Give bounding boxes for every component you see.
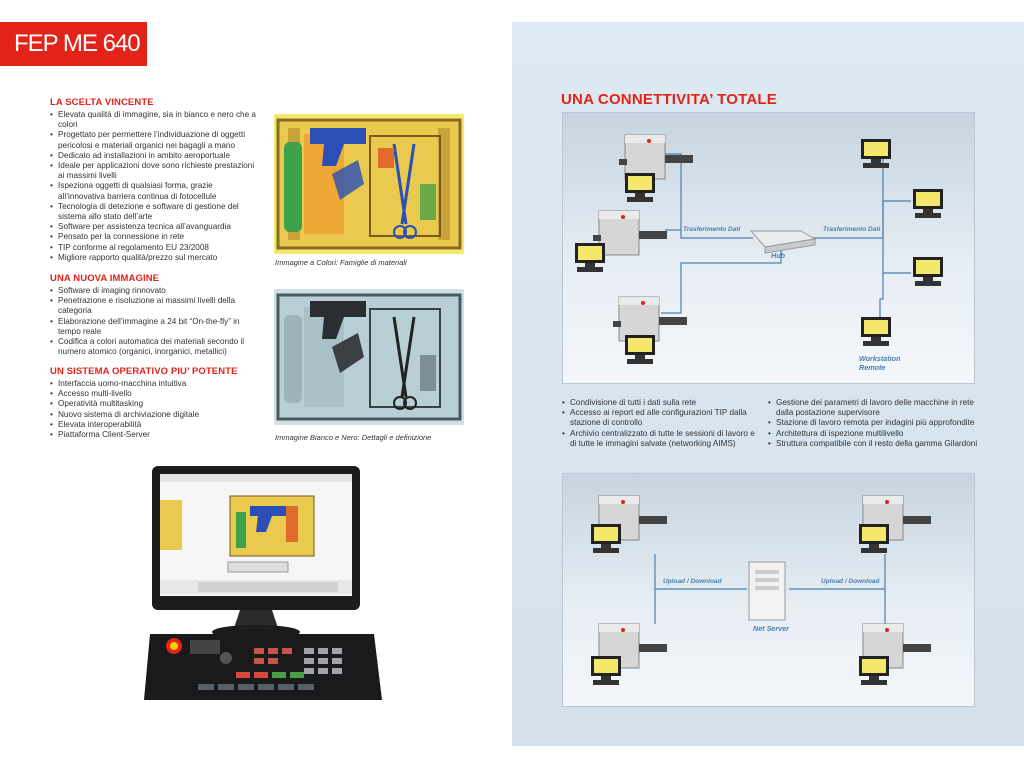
bullet-item: Elevata qualità di immagine, sia in bian… [50,110,260,130]
network-diagram-hub: Trasferimento Dati Trasferimento Dati Hu… [562,112,975,384]
bullet-item: Stazione di lavoro remota per indagini p… [768,418,978,428]
bullet-item: Elevata interoperabilità [50,420,260,430]
brand-tab: FEP ME 640 [0,22,147,66]
bullet-list-right-b: Gestione dei parametri di lavoro delle m… [768,398,978,449]
label-upload-left: Upload / Download [663,578,722,585]
bullet-item: Pensato per la connessione in rete [50,232,260,242]
bullet-list-sistema: Interfaccia uomo-macchina intuitivaAcces… [50,379,260,440]
bullet-item: Software per assistenza tecnica all’avan… [50,222,260,232]
bullet-item: Elaborazione dell’immagine a 24 bit “On-… [50,317,260,337]
bullet-item: Nuovo sistema di archiviazione digitale [50,410,260,420]
operator-workstation-illustration [138,462,388,712]
section-title-immagine: UNA NUOVA IMMAGINE [50,273,160,284]
bullet-item: Accesso multi-livello [50,389,260,399]
label-upload-right: Upload / Download [821,578,880,585]
section-title-scelta: LA SCELTA VINCENTE [50,97,154,108]
bullet-list-scelta: Elevata qualità di immagine, sia in bian… [50,110,260,263]
bullet-item: Interfaccia uomo-macchina intuitiva [50,379,260,389]
bullet-list-right-a: Condivisione di tutti i dati sulla reteA… [562,398,762,449]
bullet-item: Penetrazione e risoluzione ai massimi li… [50,296,260,316]
bullet-item: Software di imaging rinnovato [50,286,260,296]
product-title: FEP ME 640 [14,30,141,57]
bullet-item: Archivio centralizzato di tutte le sessi… [562,429,762,449]
bullet-item: TIP conforme al regolamento EU 23/2008 [50,243,260,253]
bullet-item: Architettura di ispezione multilivello [768,429,978,439]
label-transfer-right: Trasferimento Dati [823,226,881,233]
bullet-item: Ispeziona oggetti di qualsiasi forma, gr… [50,181,260,201]
bullet-item: Dedicato ad installazioni in ambito aero… [50,151,260,161]
bullet-item: Condivisione di tutti i dati sulla rete [562,398,762,408]
right-page-title: UNA CONNETTIVITA’ TOTALE [561,91,777,108]
label-workstation-remote: Workstation Remote [859,354,901,372]
xray-bw-image [274,289,464,425]
bullet-item: Tecnologia di detezione e software di ge… [50,202,260,222]
bullet-item: Piattaforma Client-Server [50,430,260,440]
label-transfer-left: Trasferimento Dati [683,226,741,233]
label-hub: Hub [771,251,785,260]
label-net-server: Net Server [753,624,789,633]
bullet-list-immagine: Software di imaging rinnovatoPenetrazion… [50,286,260,357]
network-diagram-server: Upload / Download Upload / Download Net … [562,473,975,707]
bullet-item: Gestione dei parametri di lavoro delle m… [768,398,978,418]
xray-color-image [274,114,464,254]
bullet-item: Struttura compatibile con il resto della… [768,439,978,449]
bullet-item: Migliore rapporto qualità/prezzo sul mer… [50,253,260,263]
bullet-item: Progettato per permettere l’individuazio… [50,130,260,150]
left-page: FEP ME 640 LA SCELTA VINCENTE Elevata qu… [0,0,512,768]
caption-bw: Immagine Bianco e Nero: Dettagli e defin… [275,433,432,442]
bullet-item: Operatività multitasking [50,399,260,409]
bullet-item: Ideale per applicazioni dove sono richie… [50,161,260,181]
bullet-item: Accesso ai report ed alle configurazioni… [562,408,762,428]
caption-color: Immagine a Colori: Famiglie di materiali [275,258,407,267]
section-title-sistema: UN SISTEMA OPERATIVO PIU’ POTENTE [50,366,238,377]
bullet-item: Codifica a colori automatica dei materia… [50,337,260,357]
